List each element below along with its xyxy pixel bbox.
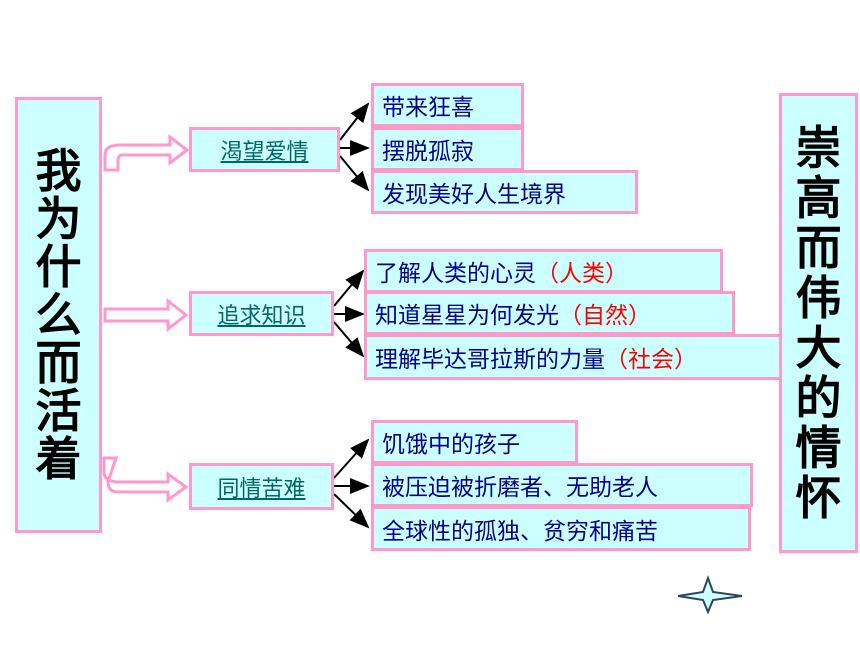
leaf-text: 被压迫被折磨者、无助老人	[382, 475, 658, 501]
star-icon	[677, 575, 743, 615]
right-title-char: 崇	[795, 121, 842, 175]
branch-arrows-2	[333, 269, 365, 358]
left-title-char: 么	[35, 288, 82, 342]
curved-arrow-1	[103, 133, 190, 172]
leaf-category: （自然）	[559, 303, 651, 329]
leaf-item: 理解毕达哥拉斯的力量 （社会）	[364, 334, 782, 380]
right-title-char: 大	[795, 321, 842, 375]
leaf-item: 知道星星为何发光 （自然）	[364, 291, 735, 335]
leaf-item: 饥饿中的孩子	[371, 420, 578, 464]
leaf-item: 发现美好人生境界	[371, 170, 638, 214]
left-title-char: 而	[35, 336, 82, 390]
right-title-char: 的	[795, 371, 842, 425]
leaf-text: 摆脱孤寂	[382, 139, 474, 165]
leaf-text: 全球性的孤独、贫穷和痛苦	[382, 518, 658, 545]
leaf-text: 理解毕达哥拉斯的力量	[375, 347, 605, 373]
leaf-text: 发现美好人生境界	[382, 182, 566, 208]
left-title-box: 我 为 什 么 而 活 着	[15, 97, 102, 533]
right-title-char: 伟	[795, 271, 842, 325]
branch-knowledge[interactable]: 追求知识	[189, 291, 334, 336]
left-title-char: 什	[35, 240, 82, 294]
right-title-char: 怀	[795, 471, 842, 525]
leaf-text: 带来狂喜	[382, 95, 474, 121]
leaf-text: 饥饿中的孩子	[382, 432, 520, 458]
right-title-char: 而	[795, 221, 842, 275]
curved-arrow-3	[102, 456, 189, 503]
branch-love[interactable]: 渴望爱情	[189, 127, 340, 172]
leaf-item: 被压迫被折磨者、无助老人	[371, 463, 753, 507]
branch-arrows-3	[333, 438, 370, 529]
leaf-text: 了解人类的心灵	[375, 261, 536, 287]
left-title-char: 我	[35, 144, 82, 198]
right-title-char: 高	[795, 171, 842, 225]
left-title-char: 着	[35, 432, 82, 486]
right-title-char: 情	[795, 421, 842, 475]
right-title-box: 崇 高 而 伟 大 的 情 怀	[779, 93, 858, 553]
straight-arrow-2	[103, 297, 189, 333]
leaf-text: 知道星星为何发光	[375, 303, 559, 329]
leaf-category: （人类）	[536, 261, 628, 287]
leaf-item: 全球性的孤独、贫穷和痛苦	[371, 506, 751, 551]
leaf-item: 摆脱孤寂	[371, 127, 524, 171]
branch-compassion[interactable]: 同情苦难	[189, 463, 334, 510]
leaf-item: 了解人类的心灵 （人类）	[364, 249, 723, 293]
left-title-char: 为	[35, 192, 82, 246]
left-title-char: 活	[35, 384, 82, 438]
leaf-item: 带来狂喜	[371, 83, 524, 127]
leaf-category: （社会）	[605, 347, 697, 373]
branch-arrows-1	[339, 102, 370, 192]
